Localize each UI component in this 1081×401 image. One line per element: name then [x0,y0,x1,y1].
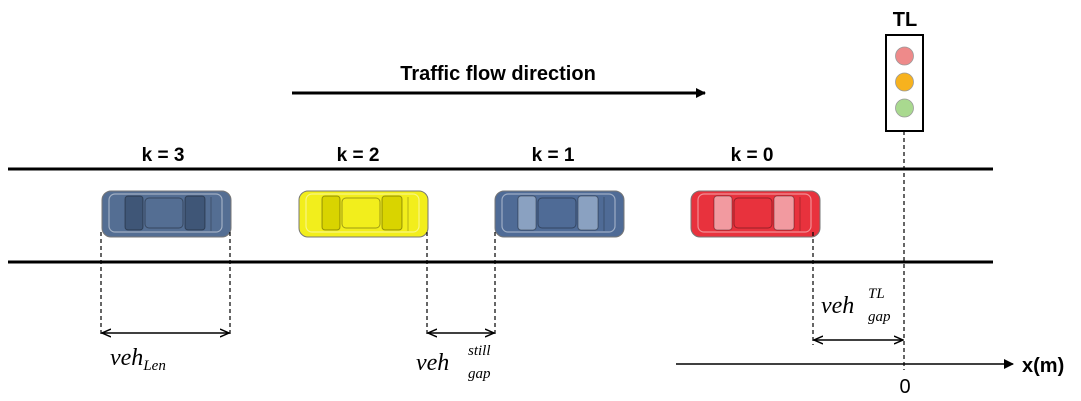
car-roof [144,197,184,229]
car-trim [697,193,812,233]
car-trim [108,193,223,233]
car-trim [305,193,420,233]
vehicle-label-k1: k = 1 [532,145,575,166]
car-rear-window [321,195,341,231]
flow-direction-label: Traffic flow direction [400,63,596,85]
still-gap-label-sub: gap [468,366,491,382]
car-windshield [184,195,206,231]
car-k1 [494,190,625,238]
car-windshield [381,195,403,231]
still-gap-label-sup: still [468,343,491,359]
tl-gap-label-sub: gap [868,309,891,325]
amber-light [895,72,914,92]
car-windshield [773,195,795,231]
red-light [895,46,914,66]
car-k0 [690,190,821,238]
tl-gap-label-sup: TL [868,286,885,302]
car-rear-window [124,195,144,231]
vehicle-label-k0: k = 0 [731,145,774,166]
car-roof [537,197,577,229]
car-k3 [101,190,232,238]
vehicle-label-k2: k = 2 [337,145,380,166]
car-windshield [577,195,599,231]
car-trim [501,193,616,233]
veh-len-label: vehLen [110,345,166,374]
still-gap-label-base: veh [416,350,449,376]
car-rear-window [713,195,733,231]
car-roof [733,197,773,229]
vehicle-label-k3: k = 3 [142,145,185,166]
car-roof [341,197,381,229]
car-rear-window [517,195,537,231]
x-axis-origin: 0 [899,376,910,398]
green-light [895,98,914,118]
traffic-light-label: TL [893,9,917,31]
tl-gap-label-base: veh [821,293,854,319]
traffic-light [885,34,924,132]
car-k2 [298,190,429,238]
x-axis-label: x(m) [1022,355,1064,377]
